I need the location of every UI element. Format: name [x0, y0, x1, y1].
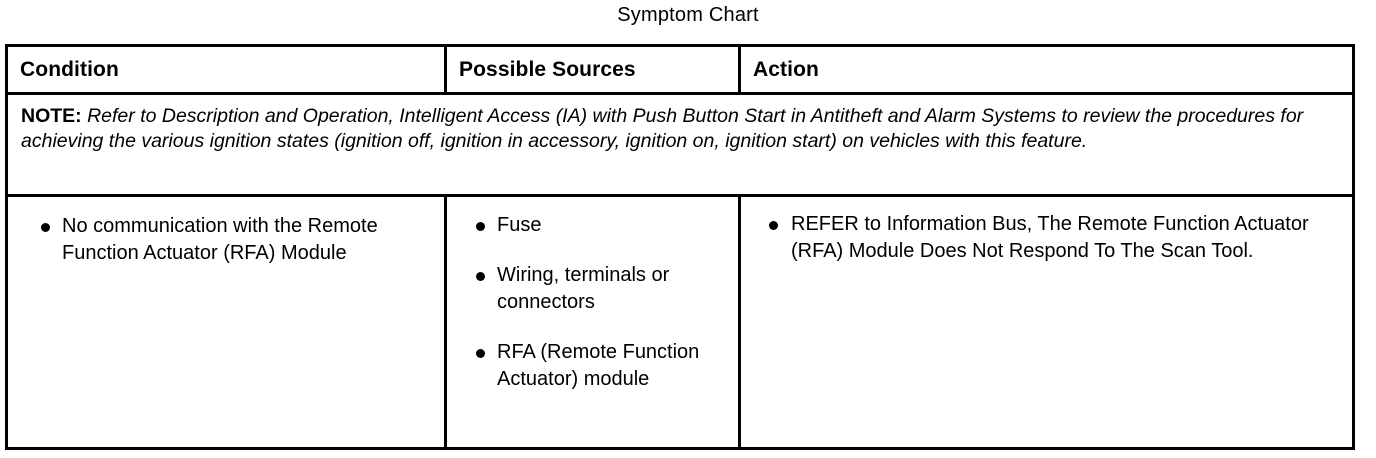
action-bullet-list: REFER to Information Bus, The Remote Fun… — [741, 197, 1352, 265]
column-header-action: Action — [738, 47, 1352, 92]
possible-sources-bullet-list: Fuse Wiring, terminals or connectors RFA… — [447, 197, 738, 393]
list-item-label: REFER to Information Bus, The Remote Fun… — [791, 213, 1309, 262]
symptom-chart-table: Condition Possible Sources Action NOTE: … — [5, 44, 1355, 450]
list-item-label: Fuse — [497, 214, 542, 236]
list-item-label: RFA (Remote Function Actuator) module — [497, 341, 700, 390]
note-text: Refer to Description and Operation, Inte… — [21, 105, 1304, 152]
list-item-label: Wiring, terminals or connectors — [497, 264, 670, 313]
cell-action: REFER to Information Bus, The Remote Fun… — [738, 197, 1352, 447]
list-item: No communication with the Remote Functio… — [8, 213, 434, 267]
note-cell: NOTE: Refer to Description and Operation… — [8, 95, 1352, 194]
bullet-icon — [476, 222, 485, 231]
list-item: RFA (Remote Function Actuator) module — [447, 339, 728, 393]
list-item: REFER to Information Bus, The Remote Fun… — [741, 211, 1338, 265]
bullet-icon — [41, 223, 50, 232]
list-item-label: No communication with the Remote Functio… — [62, 215, 378, 264]
bullet-icon — [476, 272, 485, 281]
list-item: Wiring, terminals or connectors — [447, 262, 728, 316]
table-row: No communication with the Remote Functio… — [8, 197, 1352, 447]
cell-condition: No communication with the Remote Functio… — [8, 197, 444, 447]
column-header-possible-sources: Possible Sources — [444, 47, 738, 92]
note-label: NOTE: — [21, 105, 82, 127]
condition-bullet-list: No communication with the Remote Functio… — [8, 197, 444, 267]
list-item: Fuse — [447, 212, 728, 239]
cell-possible-sources: Fuse Wiring, terminals or connectors RFA… — [444, 197, 738, 447]
table-header-row: Condition Possible Sources Action — [8, 47, 1352, 95]
column-header-condition: Condition — [20, 57, 119, 81]
table-note-row: NOTE: Refer to Description and Operation… — [8, 95, 1352, 197]
bullet-icon — [769, 221, 778, 230]
page-title: Symptom Chart — [617, 4, 759, 26]
bullet-icon — [476, 349, 485, 358]
